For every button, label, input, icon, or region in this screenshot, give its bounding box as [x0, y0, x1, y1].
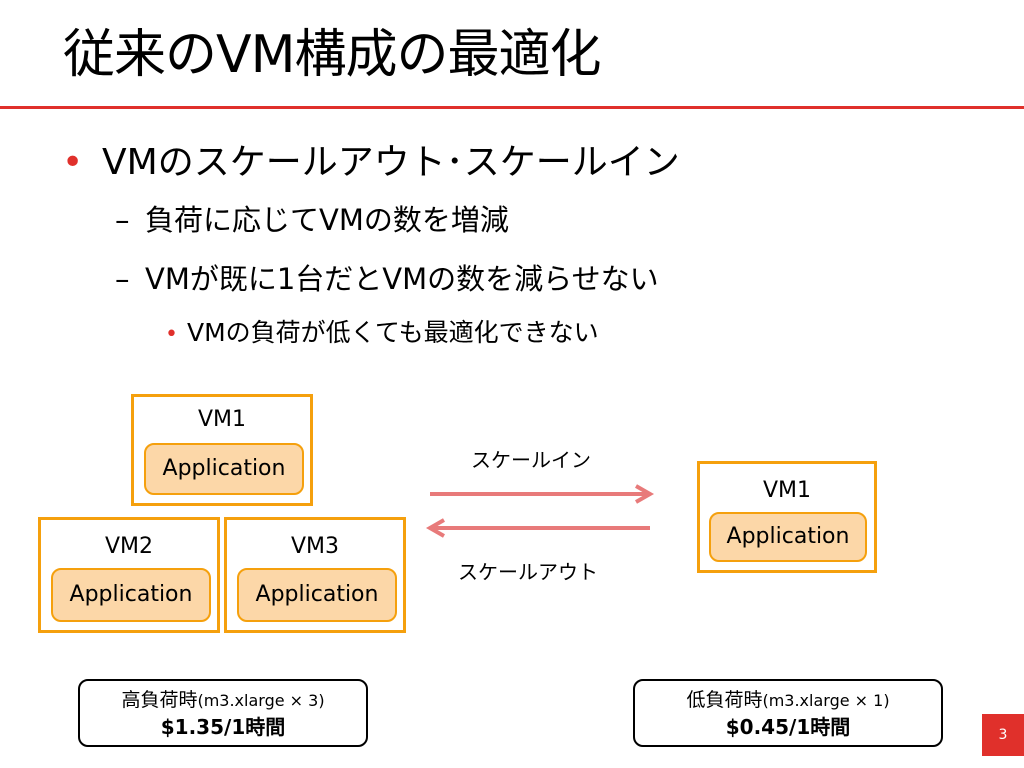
- sub-bullet-marker: –: [115, 203, 130, 237]
- title-divider: [0, 106, 1024, 109]
- vm-box-left-vm2: VM2 Application: [38, 517, 220, 633]
- vm-box-left-vm1: VM1 Application: [131, 394, 313, 506]
- sub-bullet-marker: –: [115, 262, 130, 296]
- application-box: Application: [51, 568, 211, 622]
- vm-box-left-vm3: VM3 Application: [224, 517, 406, 633]
- application-box: Application: [144, 443, 304, 495]
- load-label: 高負荷時: [121, 689, 198, 711]
- instance-spec: (m3.xlarge × 3): [197, 691, 325, 710]
- vm-label: VM1: [197, 407, 247, 432]
- scale-in-label: スケールイン: [471, 448, 591, 472]
- instance-spec: (m3.xlarge × 1): [762, 691, 890, 710]
- sub-bullet-adjust-count: –負荷に応じてVMの数を増減: [115, 199, 509, 241]
- bullet-scale-out-in: • VMのスケールアウト･スケールイン: [62, 138, 680, 188]
- sub-sub-bullet-cannot-optimize: • VMの負荷が低くても最適化できない: [165, 314, 599, 354]
- price-box-low-load: 低負荷時(m3.xlarge × 1) $0.45/1時間: [633, 679, 943, 747]
- load-label: 低負荷時: [686, 689, 763, 711]
- vm-label: VM2: [104, 534, 154, 559]
- price-condition: 高負荷時(m3.xlarge × 3): [80, 687, 366, 714]
- sub-bullet-text: VMが既に1台だとVMの数を減らせない: [145, 262, 659, 296]
- price-box-high-load: 高負荷時(m3.xlarge × 3) $1.35/1時間: [78, 679, 368, 747]
- vm-box-right-vm1: VM1 Application: [697, 461, 877, 573]
- scale-in-arrow: [430, 484, 655, 504]
- vm-label: VM3: [290, 534, 340, 559]
- sub-bullet-cannot-reduce: –VMが既に1台だとVMの数を減らせない: [115, 258, 659, 300]
- hourly-price: $0.45/1時間: [725, 715, 851, 739]
- application-box: Application: [709, 512, 867, 562]
- sub-sub-bullet-text: VMの負荷が低くても最適化できない: [187, 318, 599, 347]
- scale-in-arrowhead: [635, 484, 655, 504]
- scale-out-arrowhead: [425, 518, 445, 538]
- sub-bullet-text: 負荷に応じてVMの数を増減: [145, 203, 509, 237]
- bullet-text: VMのスケールアウト･スケールイン: [102, 142, 680, 183]
- hourly-price: $1.35/1時間: [160, 715, 286, 739]
- scale-arrows: [425, 484, 655, 538]
- scale-out-label: スケールアウト: [458, 560, 598, 584]
- price-condition: 低負荷時(m3.xlarge × 1): [635, 687, 941, 714]
- slide-title: 従来のVM構成の最適化: [63, 25, 601, 85]
- page-number-badge: 3: [982, 714, 1024, 756]
- application-box: Application: [237, 568, 397, 622]
- vm-label: VM1: [762, 478, 812, 503]
- scale-out-arrow: [425, 518, 650, 538]
- sub-sub-bullet-marker: •: [165, 322, 178, 347]
- bullet-marker: •: [62, 142, 84, 183]
